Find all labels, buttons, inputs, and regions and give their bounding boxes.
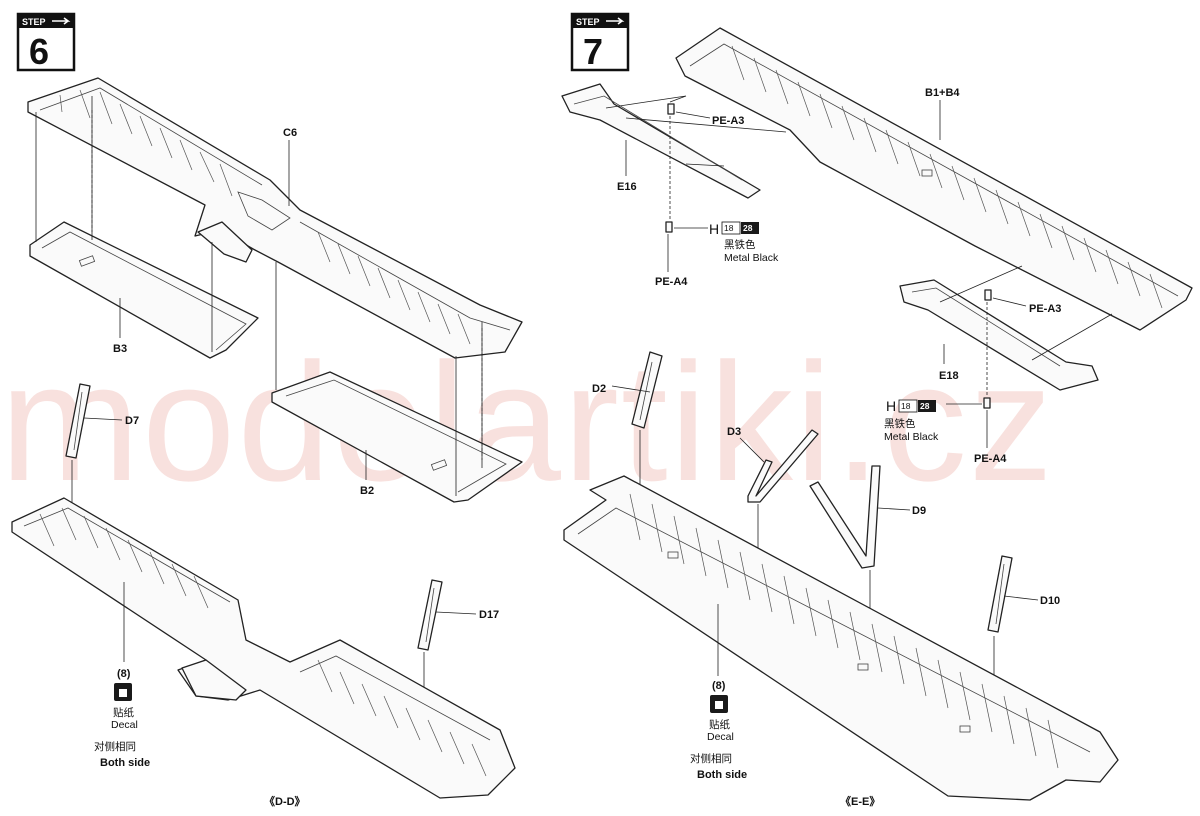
paint-name-cn: 黑铁色 [884,417,916,430]
step-6-label: STEP [22,17,46,27]
step7-bottom-wing [563,475,1119,801]
paint-callout-2: H 18 28 黑铁色 Metal Black [884,398,939,443]
part-pe-a4-top: PE-A4 [655,276,688,288]
step-7-badge: STEP 7 [570,12,630,72]
part-e16: E16 [617,181,637,193]
paint-code-1: 18 [724,223,734,233]
decal-note-cn-7: 对侧相同 [690,752,732,765]
decal-label-en-6: Decal [111,719,138,731]
paint-code-2: 28 [920,401,930,411]
decal-label-cn-6: 贴纸 [113,706,134,719]
step6-lower-panel-b3 [29,221,259,359]
step7-upper-wing [675,27,1193,331]
strut-d9 [809,465,881,569]
strut-d7 [65,383,91,459]
part-d9: D9 [912,505,926,517]
decal-note-cn-6: 对侧相同 [94,740,136,753]
part-d3: D3 [727,426,741,438]
part-b2: B2 [360,485,374,497]
paint-name-en: Metal Black [724,252,779,264]
part-pe-a3-bottom: PE-A3 [1029,303,1061,315]
paint-code-1: 18 [901,401,911,411]
view-caption-dd: 《D-D》 [264,795,306,808]
step6-upper-wing [27,77,523,359]
part-d10: D10 [1040,595,1060,607]
decal-number-7: (8) [712,680,726,692]
paint-prefix: H [709,221,719,237]
decal-note-en-7: Both side [697,769,747,781]
part-pe-a3-top: PE-A3 [712,115,744,127]
strut-d10 [987,555,1013,633]
step-7-number: 7 [583,31,603,72]
part-c6: C6 [283,127,297,139]
step-6-badge: STEP 6 [16,12,76,72]
part-pe-a4-bottom: PE-A4 [974,453,1007,465]
paint-name-cn: 黑铁色 [724,238,756,251]
view-caption-ee: 《E-E》 [840,795,880,808]
decal-label-cn-7: 贴纸 [709,718,730,731]
plane-icon [606,17,625,25]
part-b1-b4: B1+B4 [925,87,960,99]
step7-panel-e18 [899,279,1099,391]
paint-callout-1: H 18 28 黑铁色 Metal Black [709,221,779,264]
strut-d3 [747,429,819,503]
step6-lower-panel-b2 [271,371,523,503]
decal-number-6: (8) [117,668,131,680]
paint-name-en: Metal Black [884,431,939,443]
paint-prefix: H [886,398,896,414]
part-b3: B3 [113,343,127,355]
plane-icon [52,17,71,25]
step7-panel-e16 [561,83,761,199]
part-d17: D17 [479,609,499,621]
paint-code-2: 28 [743,223,753,233]
part-d2: D2 [592,383,606,395]
step-6-number: 6 [29,31,49,72]
decal-label-en-7: Decal [707,731,734,743]
decal-note-en-6: Both side [100,757,150,769]
step-7-label: STEP [576,17,600,27]
strut-d17 [417,579,443,651]
part-d7: D7 [125,415,139,427]
part-e18: E18 [939,370,959,382]
step6-bottom-wing [11,497,516,799]
